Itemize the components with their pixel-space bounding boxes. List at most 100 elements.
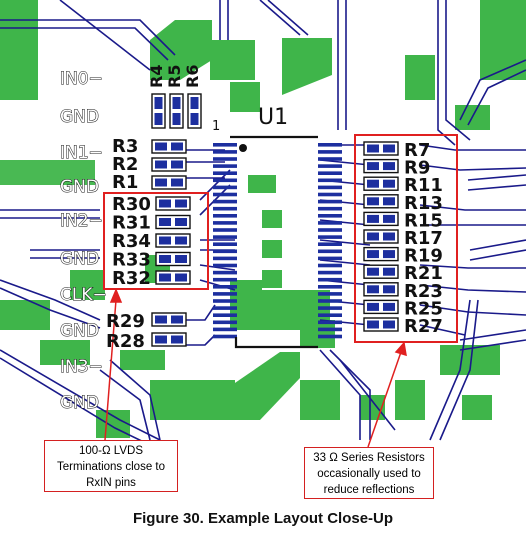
resistor-footprint [155, 233, 191, 248]
resistor-footprint [151, 175, 187, 190]
ic-pad [213, 320, 237, 325]
callout-arrows [104, 288, 407, 448]
lvds-termination-callout: 100-Ω LVDS Terminations close to RxIN pi… [44, 440, 178, 492]
resistor-label: R5 [165, 65, 184, 88]
ic-pad [318, 178, 342, 183]
ic-pad [318, 228, 342, 232]
resistor-footprint [363, 176, 399, 191]
resistor-label: R13 [404, 193, 443, 214]
resistor-footprint [155, 196, 191, 211]
net-label: GND [60, 321, 99, 341]
resistor-label: R3 [112, 136, 138, 157]
ic-pad [213, 235, 237, 239]
net-label: CLK− [60, 285, 107, 305]
ic-pad [213, 242, 237, 246]
ic-pad [213, 221, 237, 225]
ic-pad [318, 185, 342, 190]
net-label: GND [60, 107, 99, 127]
ic-pad [213, 306, 237, 310]
ic-pad [213, 150, 237, 154]
ic-pad [213, 192, 237, 197]
ic-pad [318, 313, 342, 317]
resistor-footprint [363, 246, 399, 262]
resistor-footprint [155, 214, 191, 230]
resistor-label: R19 [404, 246, 443, 267]
ic-pad [318, 199, 342, 204]
net-label: IN0− [60, 69, 103, 89]
callout-line: occasionally used to [317, 468, 421, 480]
resistor-label: R34 [112, 231, 151, 252]
ic-pad [318, 285, 342, 289]
ic-pad [213, 178, 237, 183]
ic-pad [318, 150, 342, 154]
ic-pad [213, 263, 237, 268]
copper-pour-layer [0, 0, 526, 438]
ic-pad [213, 185, 237, 190]
net-label: GND [60, 177, 99, 197]
callout-line: RxIN pins [86, 477, 136, 489]
resistor-footprint [151, 157, 187, 172]
resistor-footprint [363, 194, 399, 209]
resistor-label: R23 [404, 281, 443, 302]
resistor-footprint [363, 158, 399, 174]
ic-pad [213, 157, 237, 161]
ic-pad [318, 221, 342, 225]
resistor-footprint [363, 211, 399, 227]
ic-pad [213, 299, 237, 303]
net-label: IN1− [60, 143, 103, 163]
resistor-footprint [363, 282, 399, 297]
ic-pad [318, 164, 342, 168]
resistor-footprint [169, 93, 184, 129]
series-resistor-callout: 33 Ω Series Resistors occasionally used … [304, 447, 434, 499]
net-label: IN3− [60, 357, 103, 377]
resistor-footprint [363, 141, 399, 156]
net-label: GND [60, 249, 99, 269]
resistor-label: R17 [404, 228, 443, 249]
ic-pad [213, 327, 237, 332]
ic-pad [318, 327, 342, 332]
ic-pad [318, 334, 342, 339]
resistor-footprint [187, 93, 202, 129]
ic-outline [230, 135, 318, 349]
resistor-label: R25 [404, 298, 443, 319]
resistor-label: R21 [404, 263, 443, 284]
callout-line: 100-Ω LVDS [79, 445, 143, 457]
ic-pad [213, 228, 237, 232]
resistor-footprint [151, 139, 187, 154]
pin1-label: 1 [212, 119, 220, 134]
ic-pad [318, 214, 342, 218]
ic-pad [213, 277, 237, 282]
resistor-footprint [363, 299, 399, 315]
ic-pad [213, 249, 237, 254]
net-label: IN2− [60, 211, 103, 231]
ic-pad [318, 263, 342, 268]
ic-pad [318, 235, 342, 239]
resistor-footprints [151, 93, 399, 347]
ic-pad [213, 334, 237, 339]
resistor-footprint [151, 312, 187, 327]
resistor-label: R11 [404, 175, 443, 196]
ic-pad [318, 256, 342, 261]
callout-line: 33 Ω Series Resistors [313, 452, 425, 464]
ic-pad-array [213, 143, 342, 339]
ic-pad [318, 299, 342, 303]
resistor-label: R30 [112, 194, 151, 215]
resistor-label: R15 [404, 210, 443, 231]
callout-line: reduce reflections [323, 484, 415, 496]
termination-highlight-box [103, 192, 209, 290]
ic-refdes-label: U1 [258, 105, 288, 130]
ic-pad [213, 285, 237, 289]
resistor-footprint [155, 270, 191, 285]
resistor-footprint [151, 93, 166, 129]
ic-pad [318, 277, 342, 282]
resistor-label: R31 [112, 213, 151, 234]
resistor-label: R2 [112, 154, 138, 175]
ic-pad [213, 292, 237, 296]
resistor-label: R9 [404, 158, 430, 179]
resistor-label: R4 [147, 65, 166, 88]
ic-pad [318, 292, 342, 296]
resistor-footprint [151, 332, 187, 347]
ic-pad [213, 206, 237, 211]
